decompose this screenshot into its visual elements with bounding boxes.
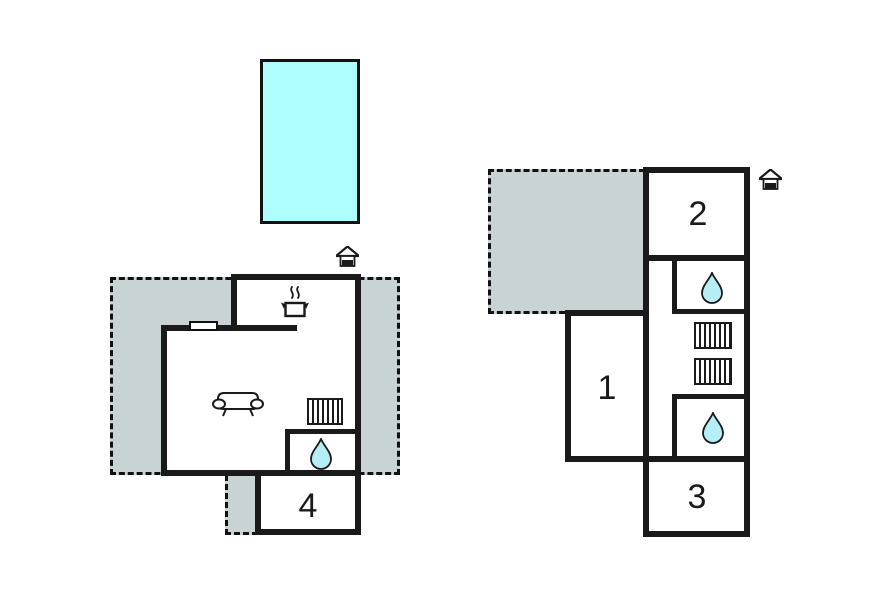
- terrace-left-strip: [225, 475, 258, 535]
- wall: [231, 274, 237, 331]
- wall: [285, 429, 358, 434]
- wall: [643, 255, 750, 261]
- water-drop-icon: [309, 438, 333, 470]
- swimming-pool: [260, 59, 360, 224]
- terrace-right: [488, 169, 645, 314]
- room-4-area: [257, 473, 361, 535]
- wall: [672, 394, 750, 399]
- sofa-icon: [212, 390, 264, 418]
- building-area: [645, 169, 748, 537]
- room-1-area: [568, 313, 645, 460]
- wall: [355, 274, 361, 535]
- pot-steam-icon: [280, 286, 310, 320]
- radiator-icon: [694, 322, 732, 349]
- entrance-house-icon: [759, 169, 782, 190]
- room-1-label: 1: [597, 369, 617, 407]
- wall: [161, 470, 361, 476]
- water-drop-icon: [701, 412, 725, 444]
- wall: [231, 274, 361, 280]
- wall: [672, 394, 677, 458]
- entrance-house-icon: [336, 246, 359, 267]
- room-4-label: 4: [298, 487, 318, 525]
- wall: [161, 325, 297, 331]
- wall: [565, 456, 750, 462]
- wall: [672, 255, 677, 314]
- wall: [161, 325, 167, 476]
- wall: [285, 429, 290, 471]
- wall: [255, 529, 361, 535]
- wall: [643, 167, 649, 537]
- room-2-label: 2: [688, 195, 708, 233]
- radiator-icon: [694, 358, 732, 385]
- wall: [672, 309, 750, 314]
- wall: [744, 167, 750, 537]
- wall: [643, 167, 750, 173]
- wall: [565, 310, 648, 316]
- wall: [643, 531, 750, 537]
- room-3-label: 3: [687, 478, 707, 516]
- wall: [565, 310, 571, 462]
- wall: [255, 470, 261, 535]
- water-drop-icon: [700, 272, 724, 304]
- radiator-icon: [307, 398, 343, 425]
- window-icon: [189, 321, 218, 331]
